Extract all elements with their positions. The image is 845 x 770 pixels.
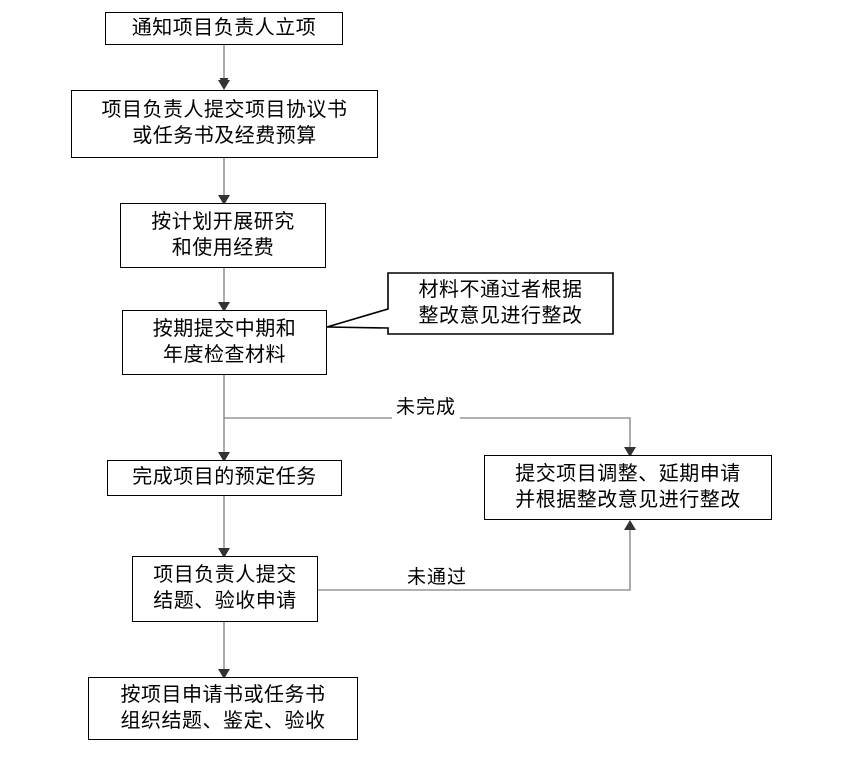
arrowhead-to-adjust-top [624,447,636,457]
arrowheads [218,80,636,679]
edge-branch-not-finished [224,417,631,453]
arrowhead-to-checks [218,302,230,312]
node-text-line: 项目负责人提交 [153,564,297,587]
node-text-line: 组织结题、鉴定、验收 [120,709,326,732]
node-text-line: 并根据整改意见进行整改 [515,488,741,511]
node-text-line: 完成项目的预定任务 [132,466,317,489]
node-text-line: 按项目申请书或任务书 [120,683,326,706]
node-notify-project-leader[interactable]: 通知项目负责人立项 [105,12,343,45]
callout-shape [326,272,614,335]
node-text-line: 整改意见进行整改 [418,304,583,327]
arrowhead-to-adjust-bottom [624,520,636,530]
node-text-line: 材料不通过者根据 [418,278,583,301]
node-text-line: 结题、验收申请 [153,590,297,612]
node-text-line: 提交项目调整、延期申请 [515,462,741,485]
edge-label-not-finished: 未完成 [392,392,461,419]
node-text-line: 按期提交中期和 [152,317,297,340]
node-complete-planned-tasks[interactable]: 完成项目的预定任务 [107,460,342,496]
node-submit-adjustment-extension-application[interactable]: 提交项目调整、延期申请 并根据整改意见进行整改 [484,455,772,520]
node-rectification-callout[interactable]: 材料不通过者根据 整改意见进行整改 [388,273,613,334]
node-text-line: 或任务书及经费预算 [132,125,317,147]
node-submit-conclusion-acceptance-application[interactable]: 项目负责人提交 结题、验收申请 [132,556,318,622]
arrowhead-to-agreement [218,80,230,90]
node-conduct-research-and-use-funds[interactable]: 按计划开展研究 和使用经费 [120,203,326,268]
node-text-line: 通知项目负责人立项 [131,16,317,39]
arrowhead-to-complete [218,452,230,462]
node-organize-conclusion-appraisal-acceptance[interactable]: 按项目申请书或任务书 组织结题、鉴定、验收 [88,677,358,740]
arrowhead-to-conclusion [218,548,230,558]
node-text-line: 按计划开展研究 [151,210,295,233]
arrowhead-to-research [218,195,230,205]
node-text-line: 年度检查材料 [163,343,286,366]
edge-label-not-passed: 未通过 [403,562,472,589]
node-text-line: 和使用经费 [171,236,275,259]
edge-not-passed [318,524,631,591]
node-text-line: 项目负责人提交项目协议书 [101,99,348,122]
arrowhead-to-acceptance [218,669,230,679]
node-submit-project-agreement[interactable]: 项目负责人提交项目协议书 或任务书及经费预算 [71,90,378,158]
node-submit-midterm-and-annual-check[interactable]: 按期提交中期和 年度检查材料 [122,310,327,375]
